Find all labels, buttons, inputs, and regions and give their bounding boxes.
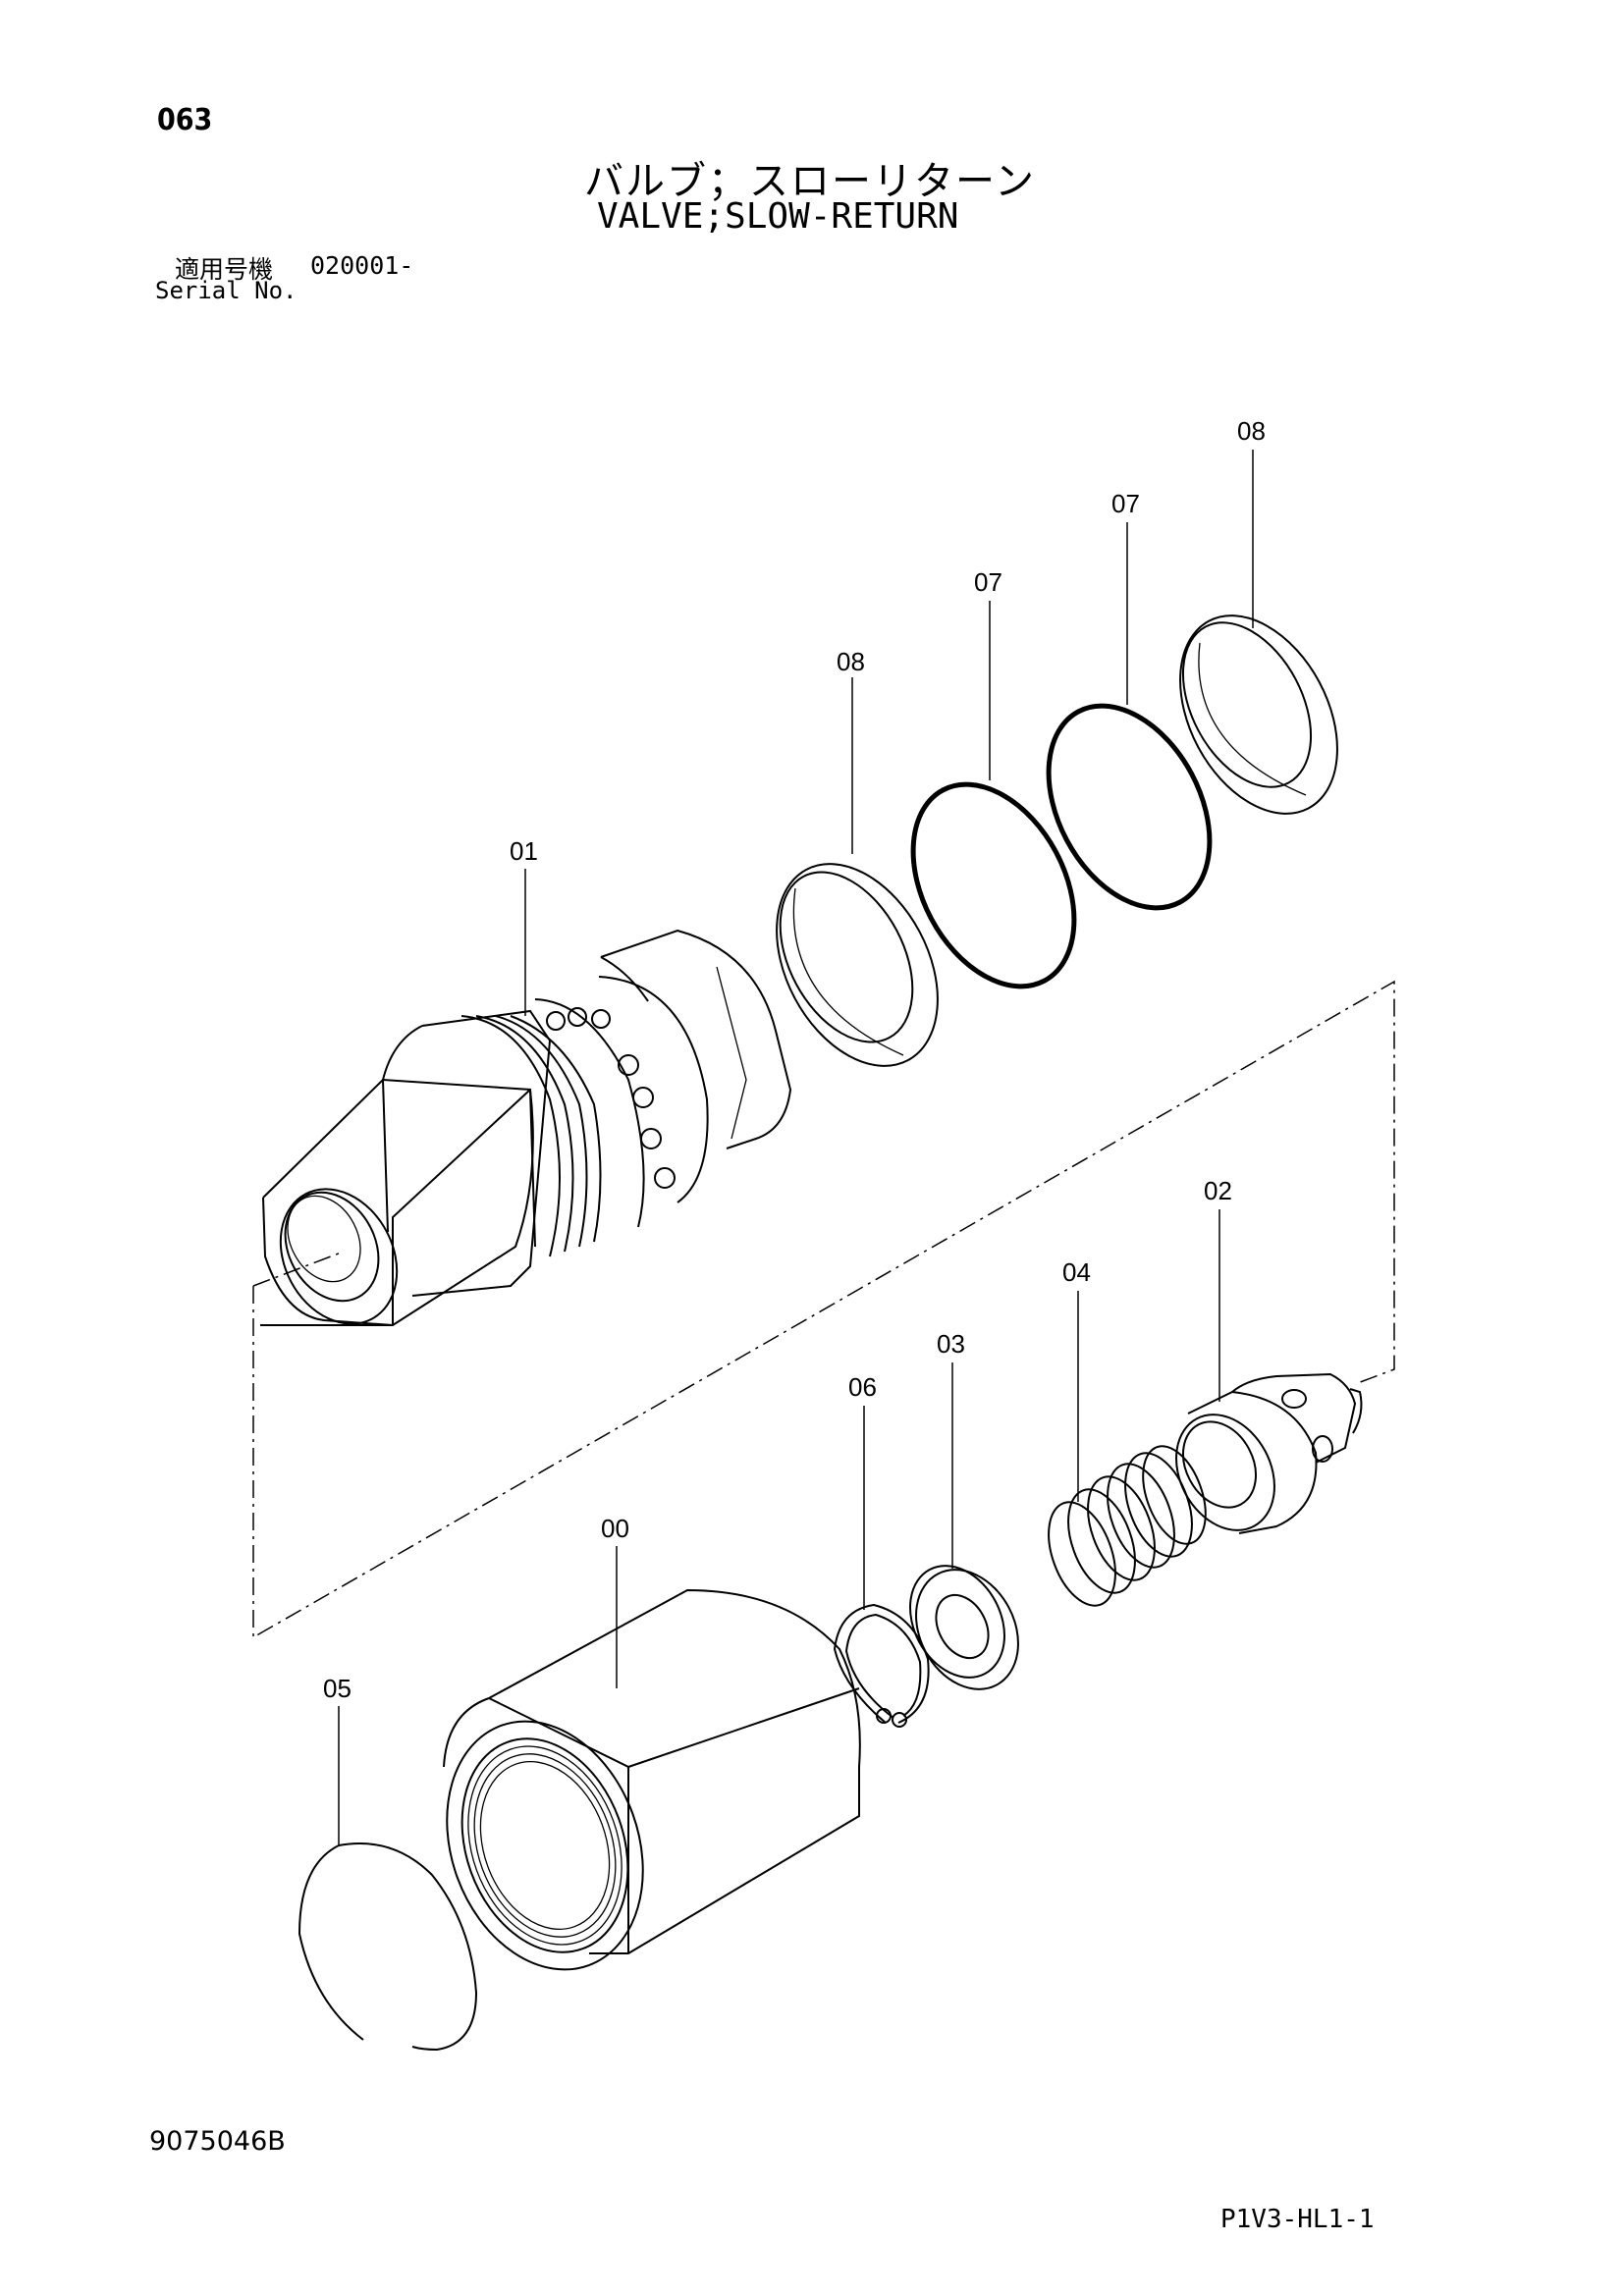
snap-ring-06 <box>833 1603 930 1728</box>
spring-seat-03 <box>909 1565 1019 1690</box>
callout-02: 02 <box>1204 1176 1232 1205</box>
o-ring-07-lower <box>910 781 1077 989</box>
backup-ring-08-upper <box>1179 614 1338 815</box>
o-ring-07-upper <box>1046 703 1213 911</box>
page-number: 063 <box>157 103 213 137</box>
drawing-number: 9075046B <box>149 2126 286 2157</box>
title-japanese: バルブ；スローリターン <box>584 159 1036 204</box>
callout-03: 03 <box>937 1329 965 1359</box>
callout-07a: 07 <box>1111 489 1140 518</box>
callout-06: 06 <box>848 1372 877 1402</box>
serial-label-english: Serial No. <box>155 277 298 304</box>
callout-08b: 08 <box>837 647 865 676</box>
serial-label-japanese: 適用号機 <box>175 255 274 284</box>
callout-04: 04 <box>1062 1257 1091 1287</box>
retaining-ring-05 <box>298 1842 478 2052</box>
title-english: VALVE;SLOW-RETURN <box>597 196 959 237</box>
callout-01: 01 <box>510 836 538 866</box>
serial-number-value: 020001- <box>310 251 414 280</box>
callout-07b: 07 <box>974 567 1002 597</box>
assembly-axis-line <box>252 980 1395 1639</box>
valve-body-01 <box>260 929 792 1326</box>
page-code: P1V3-HL1-1 <box>1220 2205 1375 2234</box>
poppet-02 <box>1175 1372 1363 1534</box>
callout-05: 05 <box>323 1674 352 1703</box>
spring-04 <box>1048 1445 1207 1607</box>
callout-08a: 08 <box>1237 416 1266 446</box>
backup-ring-08-lower <box>776 863 939 1067</box>
callout-00: 00 <box>601 1514 629 1543</box>
hex-nut-00 <box>443 1588 861 1971</box>
